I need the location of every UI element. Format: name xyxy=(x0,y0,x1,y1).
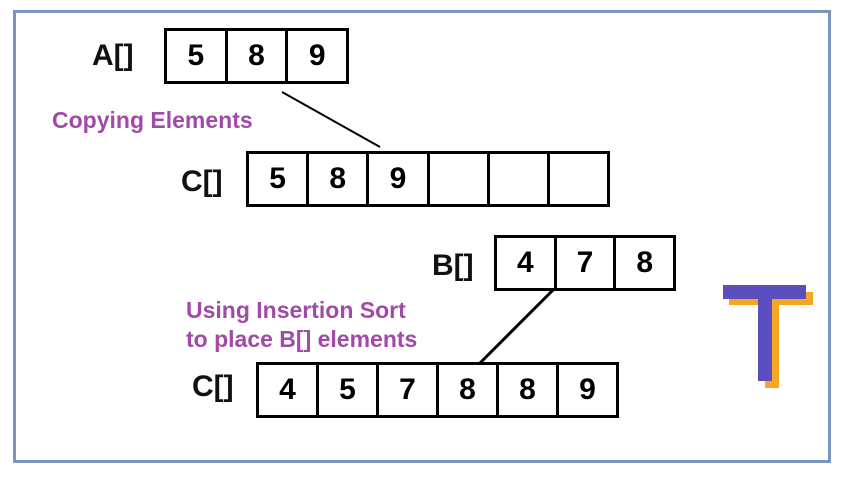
insert-connector-line xyxy=(478,288,555,365)
copy-connector-line xyxy=(281,91,381,148)
array-cell: 9 xyxy=(579,373,596,406)
array-a-label: A[] xyxy=(92,39,134,72)
t-logo-icon xyxy=(723,285,813,388)
array-cell: 5 xyxy=(249,154,310,204)
array-c-copy-label: C[] xyxy=(181,165,223,198)
array-cell: 8 xyxy=(309,154,370,204)
array-c-sorted-label: C[] xyxy=(192,370,234,403)
array-cell: 4 xyxy=(259,365,319,415)
array-cell: 7 xyxy=(557,238,617,288)
copying-caption: Copying Elements xyxy=(52,107,253,133)
array-cell: 8 xyxy=(439,365,499,415)
array-cell: 8 xyxy=(228,31,289,81)
insertion-caption-line2: to place B[] elements xyxy=(186,325,418,352)
array-cell: 5 xyxy=(319,365,379,415)
array-cell: 7 xyxy=(379,365,439,415)
array-cell: 4 xyxy=(497,238,557,288)
array-cell: 5 xyxy=(167,31,228,81)
array-cell xyxy=(490,154,550,204)
array-cell: 8 xyxy=(636,246,654,279)
array-b-label: B[] xyxy=(432,249,474,282)
array-cell: 9 xyxy=(369,154,430,204)
insertion-caption: Using Insertion Sort to place B[] elemen… xyxy=(186,296,417,354)
array-cell xyxy=(430,154,490,204)
diagram-frame xyxy=(13,10,831,463)
array-cell: 9 xyxy=(308,39,326,72)
array-cell: 8 xyxy=(499,365,559,415)
insertion-caption-line1: Using Insertion Sort xyxy=(186,297,406,323)
